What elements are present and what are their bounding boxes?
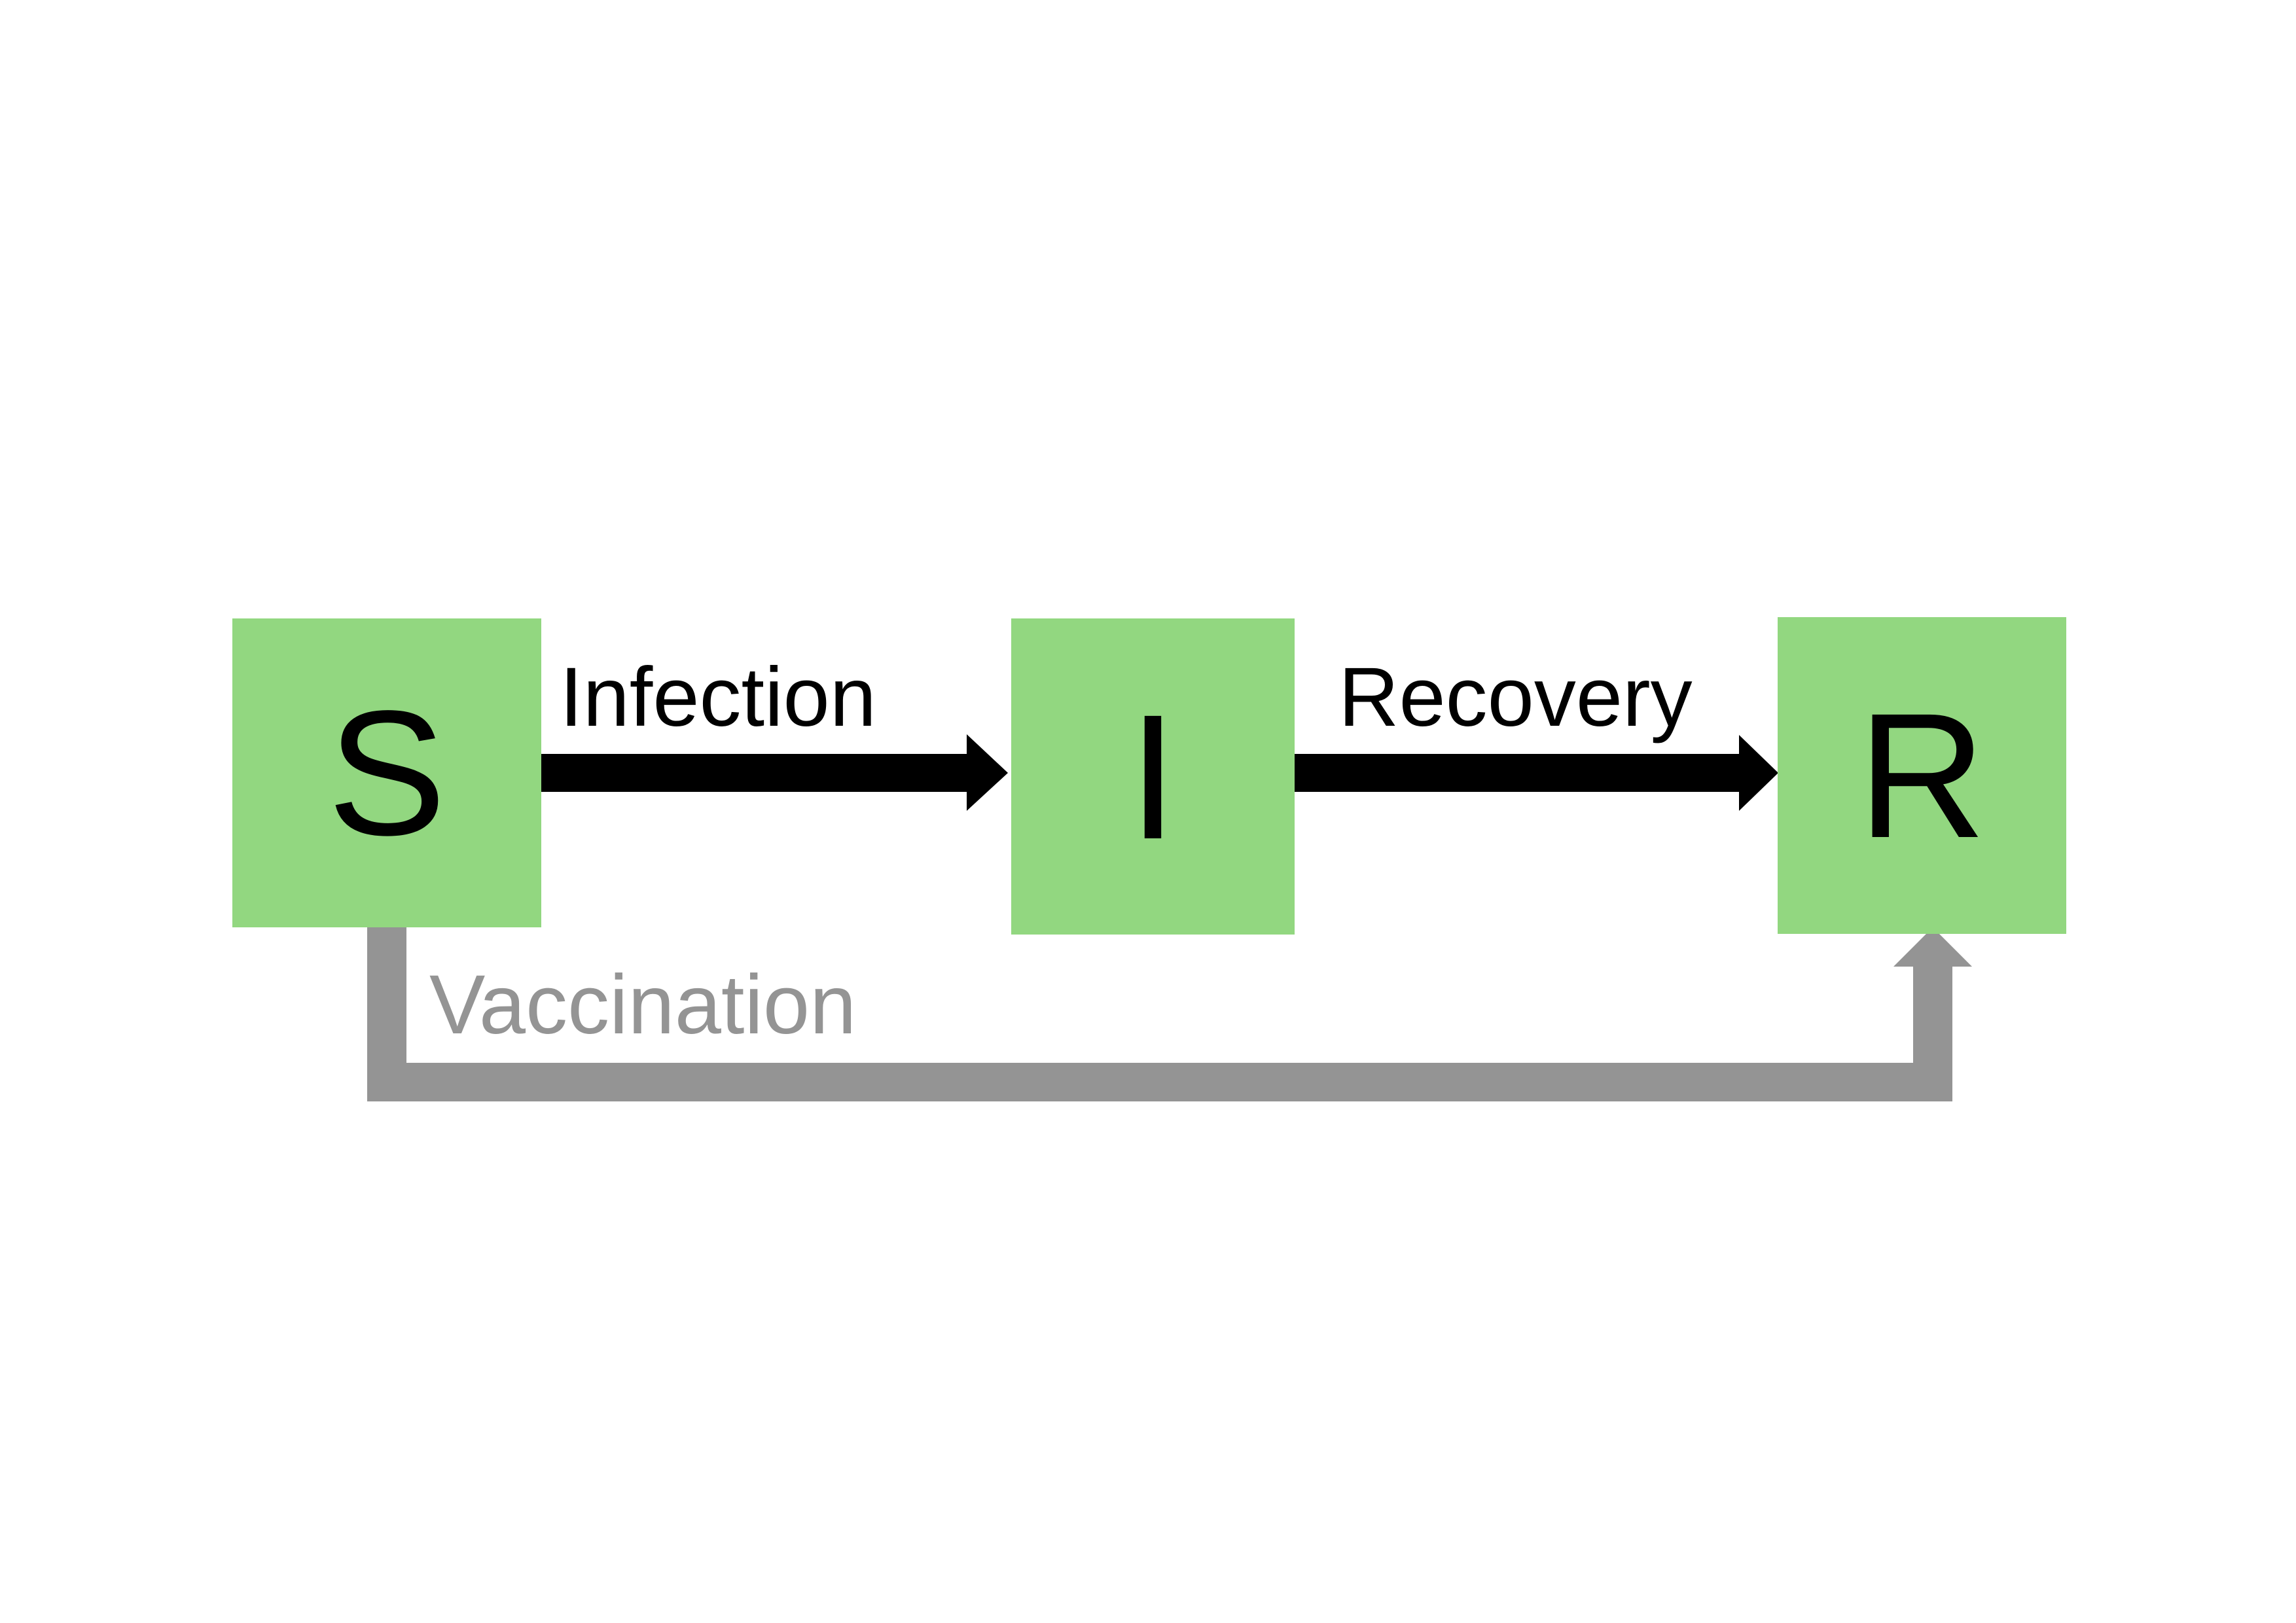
vaccination-arrow (367, 927, 1972, 1101)
flow-label-vaccination: Vaccination (429, 958, 857, 1052)
vaccination-arrow-head-icon (1893, 927, 1972, 967)
infection-arrow-shaft (541, 754, 968, 792)
compartment-box-recovered[interactable]: R (1778, 617, 2066, 934)
recovery-arrow (1295, 735, 1778, 811)
compartment-label-susceptible: S (327, 673, 446, 872)
compartment-label-recovered: R (1857, 676, 1986, 875)
infection-arrow (541, 734, 1008, 811)
compartment-box-susceptible[interactable]: S (232, 618, 541, 927)
flow-label-infection: Infection (560, 651, 876, 744)
recovery-arrow-shaft (1295, 754, 1740, 792)
infection-arrow-head-icon (967, 734, 1008, 811)
compartment-box-infected[interactable]: I (1011, 618, 1295, 935)
flow-label-recovery: Recovery (1338, 651, 1693, 744)
recovery-arrow-head-icon (1739, 735, 1778, 811)
vaccination-arrow-segment-up (1913, 947, 1952, 1101)
compartment-label-infected: I (1128, 677, 1178, 876)
vaccination-arrow-segment-across (367, 1063, 1952, 1101)
